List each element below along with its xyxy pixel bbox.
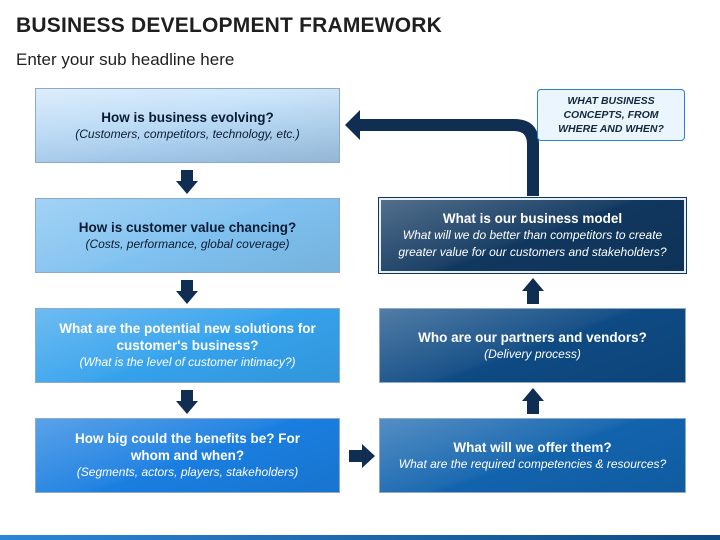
- right-box-business-model: What is our business model What will we …: [378, 197, 687, 274]
- left-box-3-title: What are the potential new solutions for…: [59, 321, 316, 353]
- up-arrow-1: [522, 388, 544, 414]
- right-box-2-subtext: (Delivery process): [484, 346, 581, 361]
- return-arrow: [345, 110, 539, 196]
- right-box-2-title: Who are our partners and vendors?: [418, 329, 647, 345]
- left-box-3-subtext: (What is the level of customer intimacy?…: [79, 355, 296, 369]
- page-subtitle: Enter your sub headline here: [16, 50, 235, 69]
- callout-text: WHAT BUSINESS CONCEPTS, FROM WHERE AND W…: [558, 95, 664, 135]
- right-box-1-title: What is our business model: [442, 211, 623, 226]
- right-box-offer: What will we offer them? What are the re…: [379, 418, 686, 493]
- page-title: BUSINESS DEVELOPMENT FRAMEWORK: [16, 14, 443, 37]
- left-box-business-evolving: How is business evolving? (Customers, co…: [35, 88, 340, 163]
- down-arrow-3: [176, 390, 198, 414]
- down-arrow-1: [176, 170, 198, 194]
- left-box-4-title: How big could the benefits be? For whom …: [75, 431, 300, 463]
- right-arrow: [349, 444, 375, 468]
- callout-business-concepts: WHAT BUSINESS CONCEPTS, FROM WHERE AND W…: [537, 89, 685, 141]
- down-arrow-2: [176, 280, 198, 304]
- right-box-partners-vendors: Who are our partners and vendors? (Deliv…: [379, 308, 686, 383]
- left-box-2-subtext: (Costs, performance, global coverage): [85, 236, 290, 251]
- right-box-3-subtext: What are the required competencies & res…: [398, 456, 667, 471]
- right-box-3-title: What will we offer them?: [453, 439, 612, 455]
- left-box-2-title: How is customer value chancing?: [78, 219, 297, 235]
- left-box-new-solutions: What are the potential new solutions for…: [35, 308, 340, 383]
- left-box-benefits: How big could the benefits be? For whom …: [35, 418, 340, 493]
- left-box-4-subtext: (Segments, actors, players, stakeholders…: [76, 465, 299, 479]
- left-box-1-title: How is business evolving?: [101, 109, 274, 125]
- right-box-1-subtext: What will we do better than competitors …: [398, 228, 667, 259]
- left-box-1-subtext: (Customers, competitors, technology, etc…: [75, 126, 300, 141]
- left-box-customer-value: How is customer value chancing? (Costs, …: [35, 198, 340, 273]
- bottom-accent-bar: [0, 535, 720, 540]
- up-arrow-2: [522, 278, 544, 304]
